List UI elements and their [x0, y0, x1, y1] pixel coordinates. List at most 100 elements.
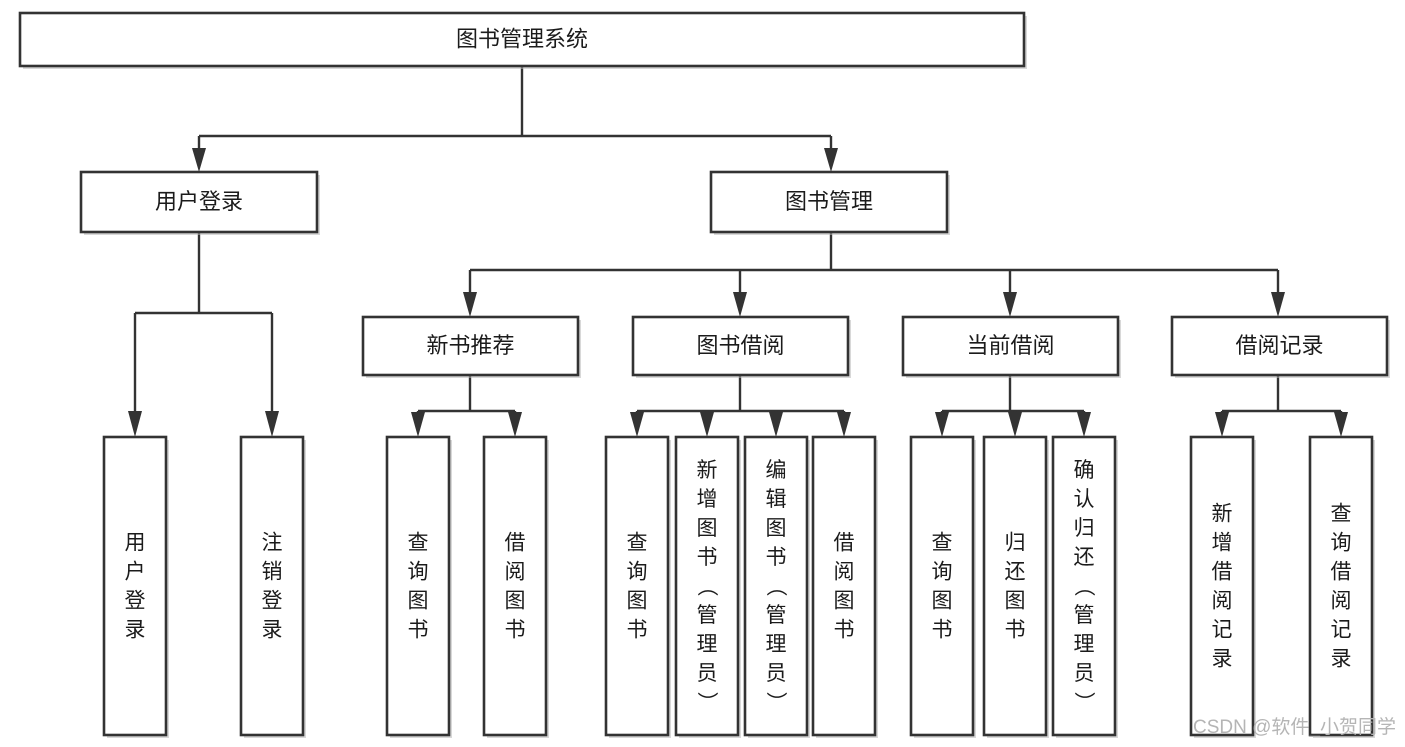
label-char: 员	[766, 662, 787, 685]
arrowhead-leaf-logout	[265, 411, 279, 437]
label-char: 查	[408, 532, 429, 555]
label-char: 录	[1212, 648, 1233, 671]
node-box[interactable]	[1051, 435, 1117, 737]
label-char: 增	[697, 488, 718, 511]
arrowhead-book-management	[824, 148, 838, 172]
node-label: 用户登录	[125, 532, 146, 642]
label-char: 理	[1074, 633, 1095, 656]
node-label: 用户登录	[155, 189, 243, 214]
label-char: 录	[1331, 648, 1352, 671]
node-box[interactable]	[79, 170, 319, 234]
node-user-login[interactable]: 用户登录	[79, 170, 320, 235]
node-book-borrow[interactable]: 图书借阅	[631, 315, 851, 378]
label-char: 销	[262, 561, 283, 584]
arrowhead-borrow-record	[1271, 292, 1285, 317]
arrowhead-leaf-user-login	[128, 411, 142, 437]
nodes-layer: 图书管理系统用户登录图书管理新书推荐图书借阅当前借阅借阅记录用户登录注销登录查询…	[18, 11, 1390, 738]
node-box[interactable]	[102, 435, 168, 737]
label-char: 询	[627, 561, 648, 584]
label-char: 归	[1074, 517, 1095, 540]
label-char: 借	[834, 532, 855, 555]
node-root[interactable]: 图书管理系统	[18, 11, 1027, 69]
label-char: 图	[408, 590, 429, 613]
node-box[interactable]	[909, 435, 975, 737]
label-char: （	[1072, 576, 1095, 597]
label-char: 记	[1212, 619, 1233, 642]
label-char: 阅	[505, 561, 526, 584]
node-box[interactable]	[901, 315, 1120, 377]
arrowhead-leaf-query-book-current	[935, 412, 949, 437]
node-leaf-user-login[interactable]: 用户登录	[102, 435, 169, 738]
label-char: 录	[262, 619, 283, 642]
arrowhead-new-book-recommend	[463, 292, 477, 317]
node-box[interactable]	[239, 435, 305, 737]
arrowhead-leaf-query-book	[630, 412, 644, 437]
node-box[interactable]	[1308, 435, 1374, 737]
node-box[interactable]	[743, 435, 809, 737]
label-char: 注	[262, 532, 283, 555]
node-box[interactable]	[1170, 315, 1389, 377]
node-box[interactable]	[674, 435, 740, 737]
node-box[interactable]	[709, 170, 949, 234]
label-char: 查	[627, 532, 648, 555]
node-box[interactable]	[604, 435, 670, 737]
label-char: 书	[697, 546, 718, 569]
node-label: 当前借阅	[966, 333, 1054, 358]
node-current-borrow[interactable]: 当前借阅	[901, 315, 1121, 378]
label-char: 增	[1212, 532, 1233, 555]
arrowhead-leaf-add-book-admin	[700, 412, 714, 437]
label-char: 借	[1212, 561, 1233, 584]
label-char: 书	[1005, 619, 1026, 642]
label-char: 理	[697, 633, 718, 656]
label-char: 管	[697, 604, 718, 627]
arrowhead-leaf-query-borrow-record	[1334, 412, 1348, 437]
label-char: 新	[1212, 503, 1233, 526]
label-char: 借	[505, 532, 526, 555]
label-char: 询	[408, 561, 429, 584]
label-char: ）	[1072, 692, 1095, 713]
node-box[interactable]	[385, 435, 451, 737]
node-box[interactable]	[811, 435, 877, 737]
node-box[interactable]	[982, 435, 1048, 737]
arrowhead-book-borrow	[733, 292, 747, 317]
label-char: 图	[766, 517, 787, 540]
label-char: 管	[766, 604, 787, 627]
node-new-book-recommend[interactable]: 新书推荐	[361, 315, 581, 378]
label-char: 还	[1005, 561, 1026, 584]
node-box[interactable]	[361, 315, 580, 377]
node-label: 图书借阅	[696, 333, 784, 358]
label-char: 录	[125, 619, 146, 642]
label-char: （	[695, 576, 718, 597]
node-box[interactable]	[482, 435, 548, 737]
node-box[interactable]	[1189, 435, 1255, 737]
label-char: 书	[505, 619, 526, 642]
node-box[interactable]	[631, 315, 850, 377]
node-borrow-record[interactable]: 借阅记录	[1170, 315, 1390, 378]
label-char: 查	[1331, 503, 1352, 526]
node-box[interactable]	[18, 11, 1026, 68]
label-char: 辑	[766, 488, 787, 511]
label-char: 图	[627, 590, 648, 613]
arrowhead-leaf-borrow-book	[837, 412, 851, 437]
label-char: 确	[1074, 459, 1095, 482]
label-char: 书	[766, 546, 787, 569]
connector-layer	[128, 66, 1348, 437]
node-book-management[interactable]: 图书管理	[709, 170, 950, 235]
